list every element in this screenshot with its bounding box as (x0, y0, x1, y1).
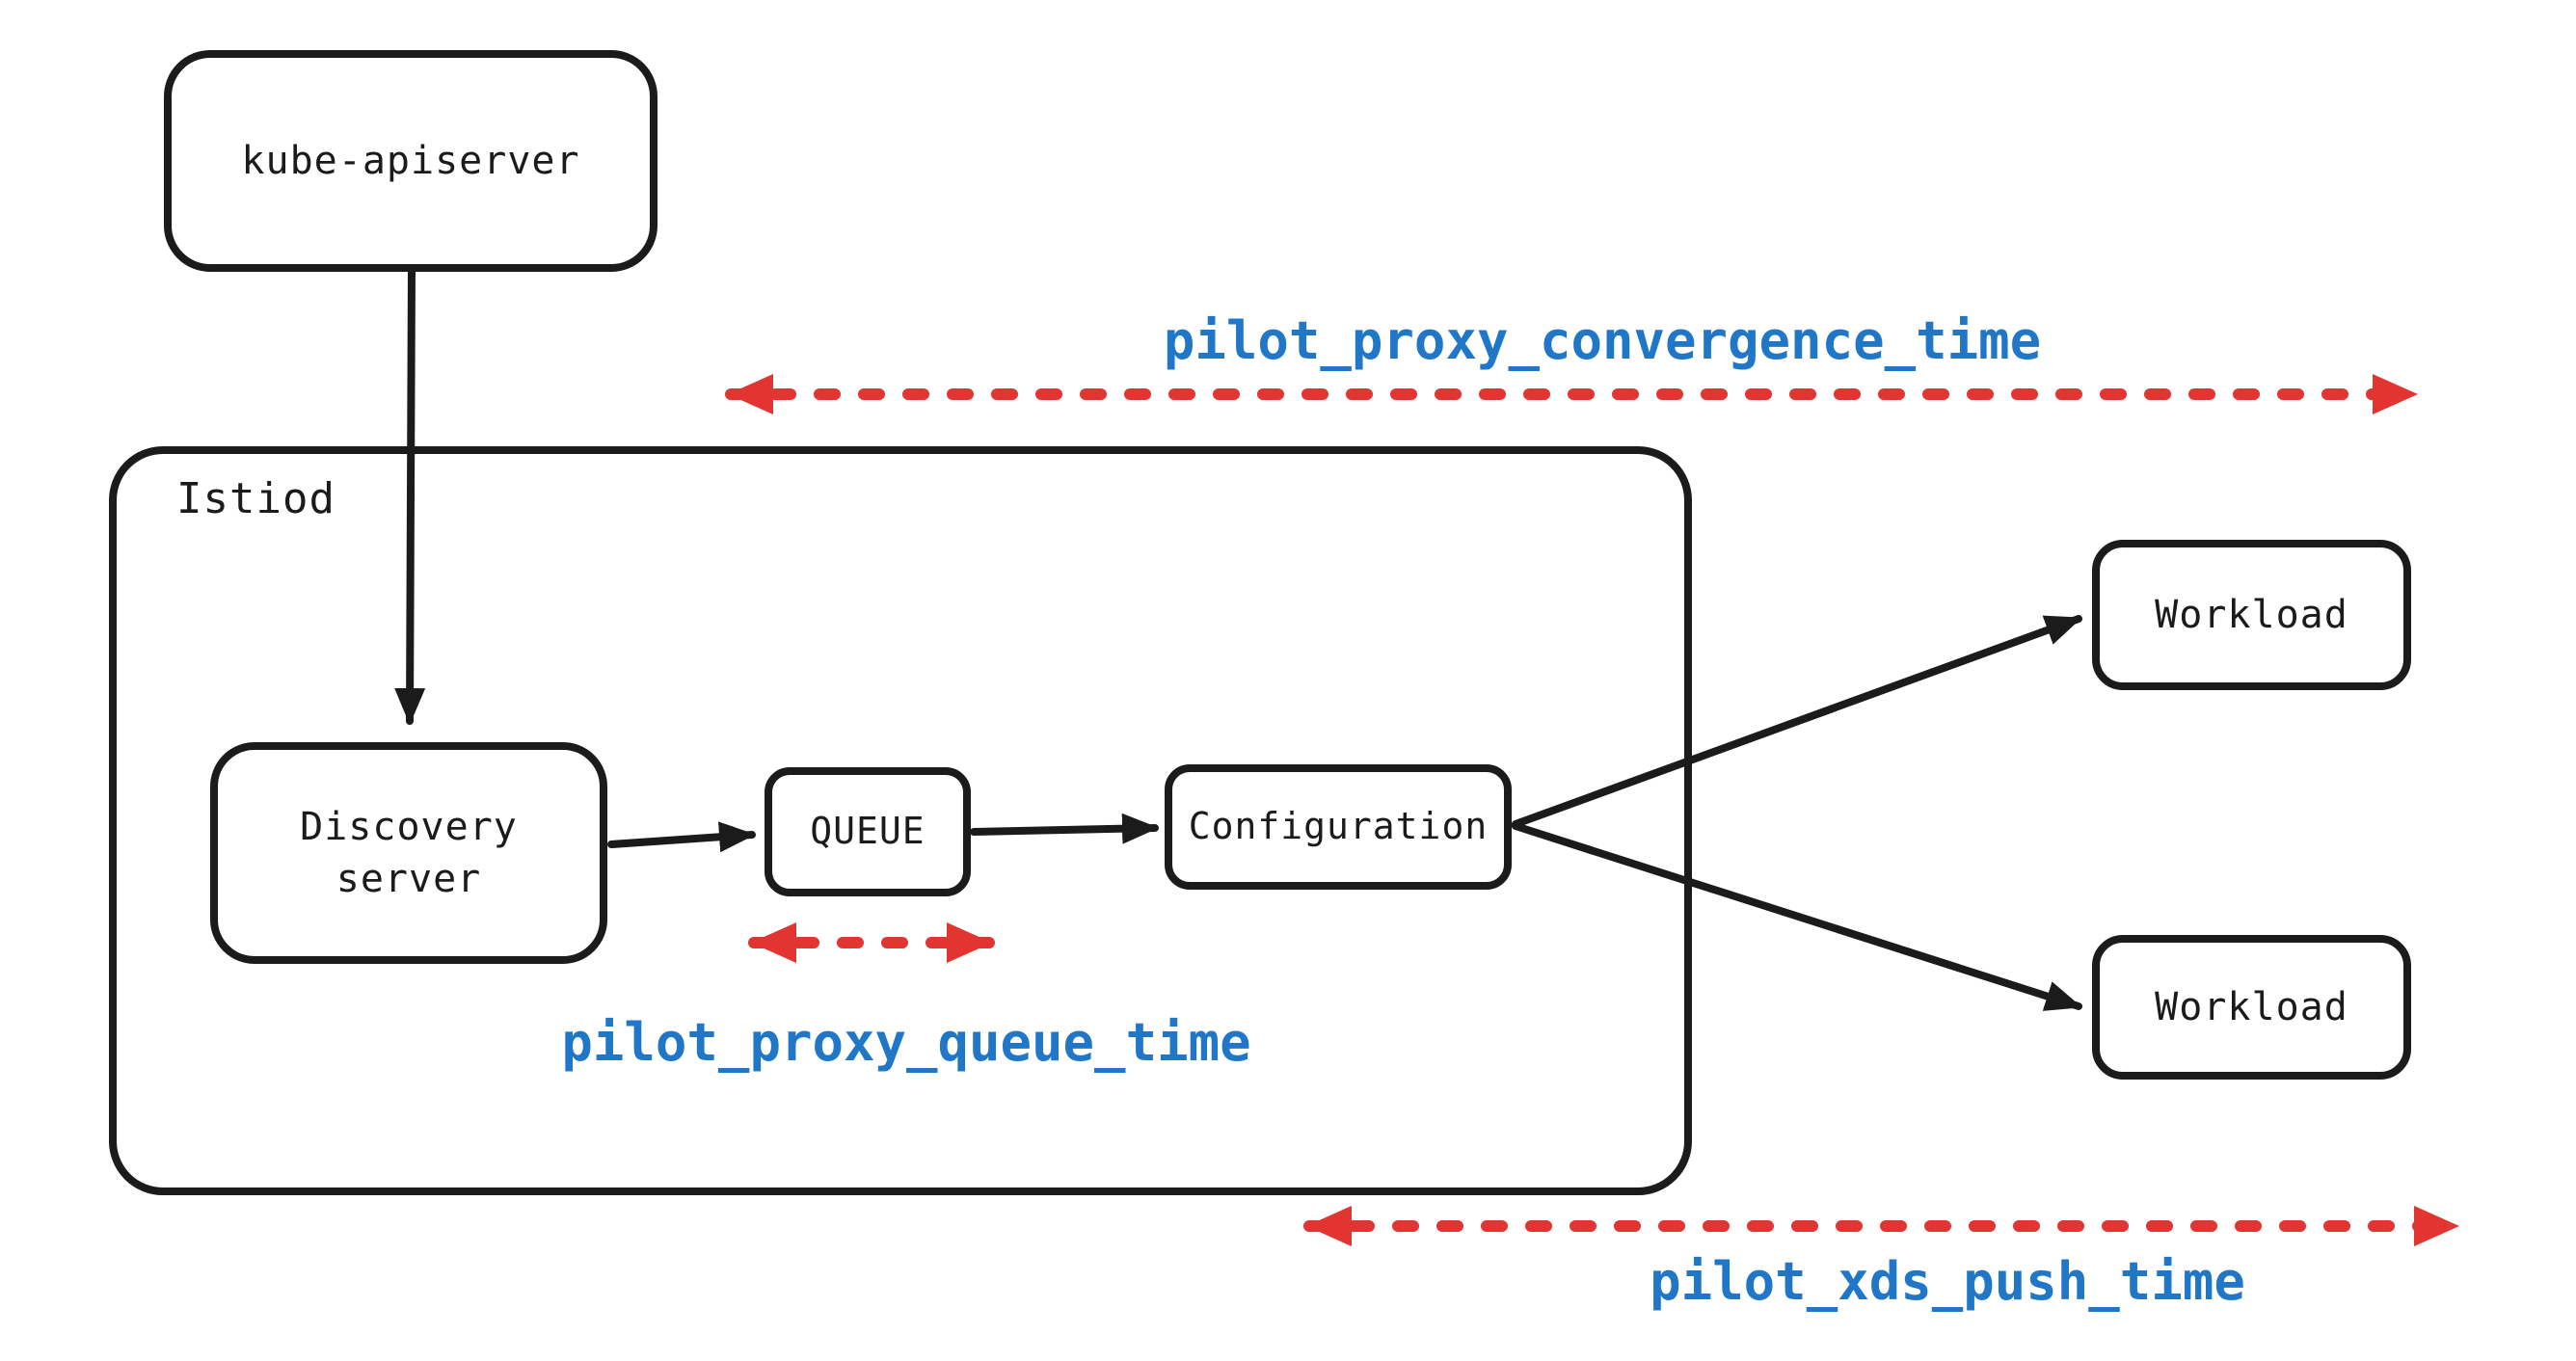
node-queue: QUEUE (765, 767, 971, 896)
queue-label: QUEUE (810, 810, 926, 853)
discovery-server-label: Discovery server (300, 805, 518, 901)
metric-label-convergence-time: pilot_proxy_convergence_time (1163, 310, 2042, 371)
node-discovery-server: Discovery server (210, 742, 607, 964)
node-configuration: Configuration (1165, 764, 1512, 890)
workload-bottom-label: Workload (2155, 985, 2348, 1029)
node-workload-bottom: Workload (2092, 935, 2411, 1080)
configuration-label: Configuration (1188, 805, 1489, 848)
node-workload-top: Workload (2092, 540, 2411, 690)
metric-label-xds-push-time: pilot_xds_push_time (1650, 1251, 2245, 1312)
workload-top-label: Workload (2155, 593, 2348, 637)
node-kube-apiserver: kube-apiserver (164, 50, 657, 272)
kube-apiserver-label: kube-apiserver (241, 139, 580, 183)
istiod-container-label: Istiod (176, 474, 335, 523)
metric-label-queue-time: pilot_proxy_queue_time (561, 1012, 1251, 1073)
